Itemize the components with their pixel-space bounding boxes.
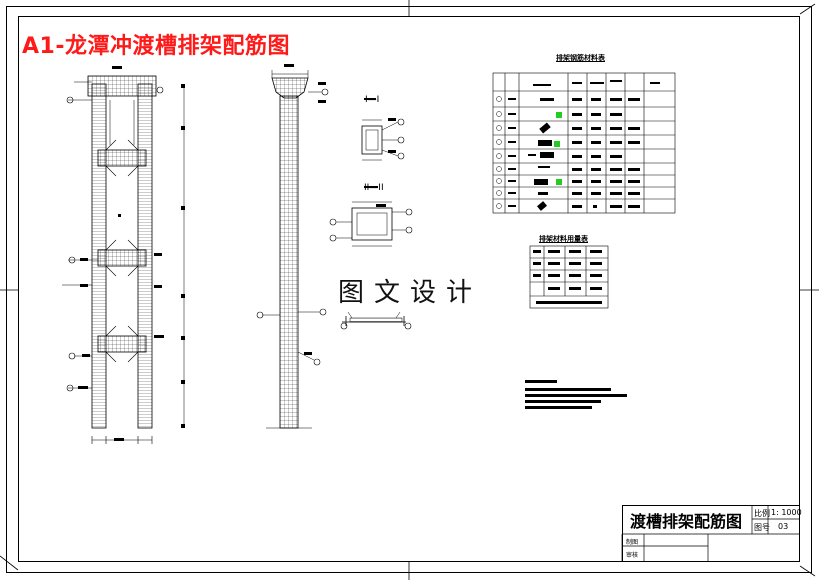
titleblock-drawing-name: 渡槽排架配筋图	[630, 512, 743, 531]
titleblock-scale-label: 比例	[754, 509, 770, 518]
material-table-title: 排架材料用量表	[539, 235, 588, 243]
material-table	[529, 245, 609, 309]
titleblock-drafter-label: 制图	[626, 539, 639, 546]
title-block	[622, 505, 800, 562]
titleblock-grid	[621, 505, 800, 562]
rebar-table	[492, 72, 676, 214]
watermark-text: 图文设计	[338, 278, 483, 308]
titleblock-scale-value: 1: 1000	[771, 508, 802, 517]
bent-elevation-side	[256, 64, 329, 429]
beam-detail	[340, 311, 412, 330]
section-1-label: I—I	[365, 95, 379, 105]
section-2-label: II—II	[364, 183, 384, 193]
drawing-banner-title: A1-龙潭冲渡槽排架配筋图	[22, 34, 290, 59]
drawing-frame	[18, 16, 800, 562]
rebar-table-title: 排架钢筋材料表	[556, 54, 605, 62]
general-notes	[525, 380, 627, 409]
section-2-2	[329, 186, 413, 247]
titleblock-sheet-label: 图号	[754, 523, 770, 532]
rebar-table-cells	[496, 80, 660, 211]
material-table-cells	[533, 250, 602, 304]
section-1-1	[361, 98, 405, 161]
titleblock-checker-label: 审核	[626, 552, 639, 559]
titleblock-sheet-value: 03	[778, 522, 789, 531]
bent-elevation-front	[62, 66, 185, 444]
